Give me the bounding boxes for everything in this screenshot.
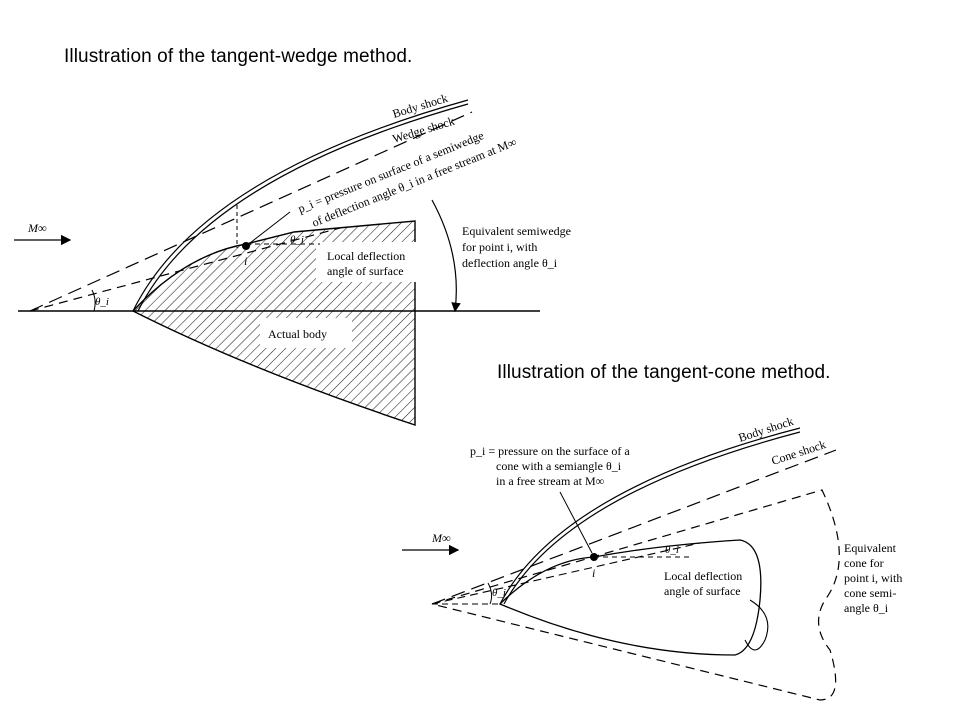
cone-theta-vertex: θ_i <box>492 587 506 599</box>
equivalent-angle-arc <box>431 199 461 313</box>
wedge-caption: Illustration of the tangent-wedge method… <box>64 46 413 67</box>
cone-local-line2: angle of surface <box>664 584 741 598</box>
cone-shock-label: Cone shock <box>770 437 828 468</box>
cone-pressure-leader <box>559 491 593 554</box>
wedge-pressure-leader <box>249 211 291 244</box>
cone-pressure-line2: cone with a semiangle θ_i <box>496 459 622 473</box>
wedge-local-line1: Local deflection <box>327 249 405 263</box>
wedge-equiv-line1: Equivalent semiwedge <box>462 224 571 238</box>
cone-equiv-line3: point i, with <box>844 571 902 585</box>
wedge-pressure-line2: of deflection angle θ_i in a free stream… <box>310 135 519 230</box>
cone-equiv-line4: cone semi- <box>844 586 896 600</box>
local-label-bg <box>316 242 416 282</box>
cone-local-line1: Local deflection <box>664 569 742 583</box>
cone-freestream-label: M∞ <box>431 531 451 545</box>
cone-theta-local: θ_i <box>665 544 679 556</box>
wedge-equiv-line3: deflection angle θ_i <box>462 256 558 270</box>
cone-figure: Body shock Cone shock p_i = pressure on … <box>402 414 902 701</box>
wedge-figure: Body shock Wedge shock p_i = pressure on… <box>14 91 571 426</box>
wedge-vertex-arc <box>91 289 96 312</box>
wedge-equiv-line2: for point i, with <box>462 240 537 254</box>
cone-point-i <box>590 553 598 561</box>
cone-point-label: i <box>592 566 595 580</box>
equivalent-cone-outline <box>431 489 840 701</box>
actual-body-label: Actual body <box>268 327 327 341</box>
cone-body-shock-label: Body shock <box>737 414 796 445</box>
wedge-theta-vertex: θ_i <box>95 296 109 308</box>
cone-caption: Illustration of the tangent-cone method. <box>497 362 831 383</box>
cone-equiv-line1: Equivalent <box>844 541 897 555</box>
body-shock-curve-inner <box>137 103 469 312</box>
actual-body-label-bg <box>260 318 352 348</box>
cone-body-shock-inner <box>503 431 801 605</box>
cone-body-base <box>744 599 769 651</box>
cone-actual-body <box>498 539 762 656</box>
wedge-local-line2: angle of surface <box>327 264 404 278</box>
wedge-point-i <box>242 242 250 250</box>
cone-vertex-arc <box>487 582 493 605</box>
cone-body-shock <box>499 427 801 605</box>
wedge-theta-local: θ_i <box>290 234 304 246</box>
body-shock-curve <box>132 99 469 312</box>
cone-tangent-line <box>431 542 701 605</box>
cone-shock-line <box>431 449 837 605</box>
cone-equiv-line2: cone for <box>844 556 884 570</box>
wedge-freestream-label: M∞ <box>27 221 47 235</box>
wedge-tangent-line <box>29 227 341 312</box>
cone-equiv-line5: angle θ_i <box>844 601 889 615</box>
wedge-point-label: i <box>244 254 247 268</box>
cone-pressure-line3: in a free stream at M∞ <box>496 474 604 488</box>
wedge-shock-line <box>29 111 473 312</box>
cone-pressure-line1: p_i = pressure on the surface of a <box>470 444 630 458</box>
